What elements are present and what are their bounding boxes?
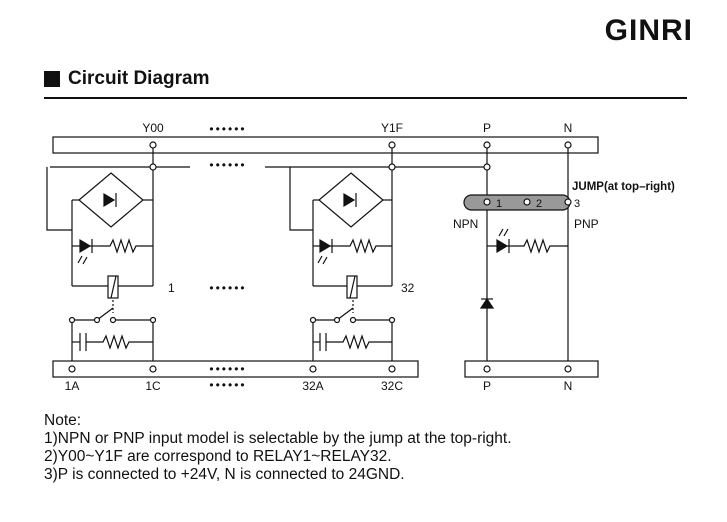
notes-block: Note: 1)NPN or PNP input model is select… — [44, 412, 512, 484]
npn-label: NPN — [453, 217, 478, 231]
note-line-2: 2)Y00~Y1F are correspond to RELAY1~RELAY… — [44, 448, 392, 465]
label-y00: Y00 — [142, 121, 164, 135]
note-line-1: 1)NPN or PNP input model is selectable b… — [44, 430, 512, 447]
notes-heading: Note: — [44, 412, 82, 429]
label-n-bottom: N — [564, 379, 573, 393]
label-32c: 32C — [381, 379, 403, 393]
brand-logo: GINRI — [604, 14, 693, 47]
pnp-label: PNP — [574, 217, 599, 231]
ellipsis-top: •••••• — [209, 122, 246, 136]
label-32a: 32A — [302, 379, 323, 393]
channel-32-label: 32 — [401, 281, 415, 295]
top-terminal-bar — [52, 136, 599, 154]
label-p-bottom: P — [483, 379, 491, 393]
label-p-top: P — [483, 121, 491, 135]
jump-label: JUMP(at top–right) — [572, 181, 675, 193]
ellipsis-bus: •••••• — [209, 158, 246, 172]
led-32 — [319, 238, 332, 254]
jump-pin-2: 2 — [536, 198, 542, 210]
section-header: Circuit Diagram — [44, 68, 209, 90]
label-1c: 1C — [145, 379, 161, 393]
section-title: Circuit Diagram — [68, 68, 210, 89]
label-y1f: Y1F — [381, 121, 403, 135]
bottom-terminal-bar-left — [52, 360, 419, 378]
header-divider — [44, 97, 687, 99]
ellipsis-bottom: •••••• — [209, 362, 246, 376]
protection-diode — [479, 297, 495, 309]
bottom-terminal-bar-right — [464, 360, 599, 378]
rectifier-bridge-1 — [78, 172, 144, 228]
jump-pin-1: 1 — [496, 198, 502, 210]
label-1a: 1A — [65, 379, 80, 393]
square-bullet-icon — [44, 71, 60, 87]
label-n-top: N — [564, 121, 573, 135]
relay-coil-32 — [346, 275, 358, 299]
jump-selector — [463, 194, 571, 211]
ellipsis-bottom-label: •••••• — [209, 378, 246, 392]
jump-pin-3: 3 — [574, 198, 580, 210]
led-power — [496, 238, 509, 254]
relay-coil-1 — [107, 275, 119, 299]
ellipsis-mid: •••••• — [209, 281, 246, 295]
note-line-3: 3)P is connected to +24V, N is connected… — [44, 466, 405, 483]
channel-1-label: 1 — [168, 281, 175, 295]
rectifier-bridge-32 — [318, 172, 384, 228]
led-1 — [79, 238, 92, 254]
